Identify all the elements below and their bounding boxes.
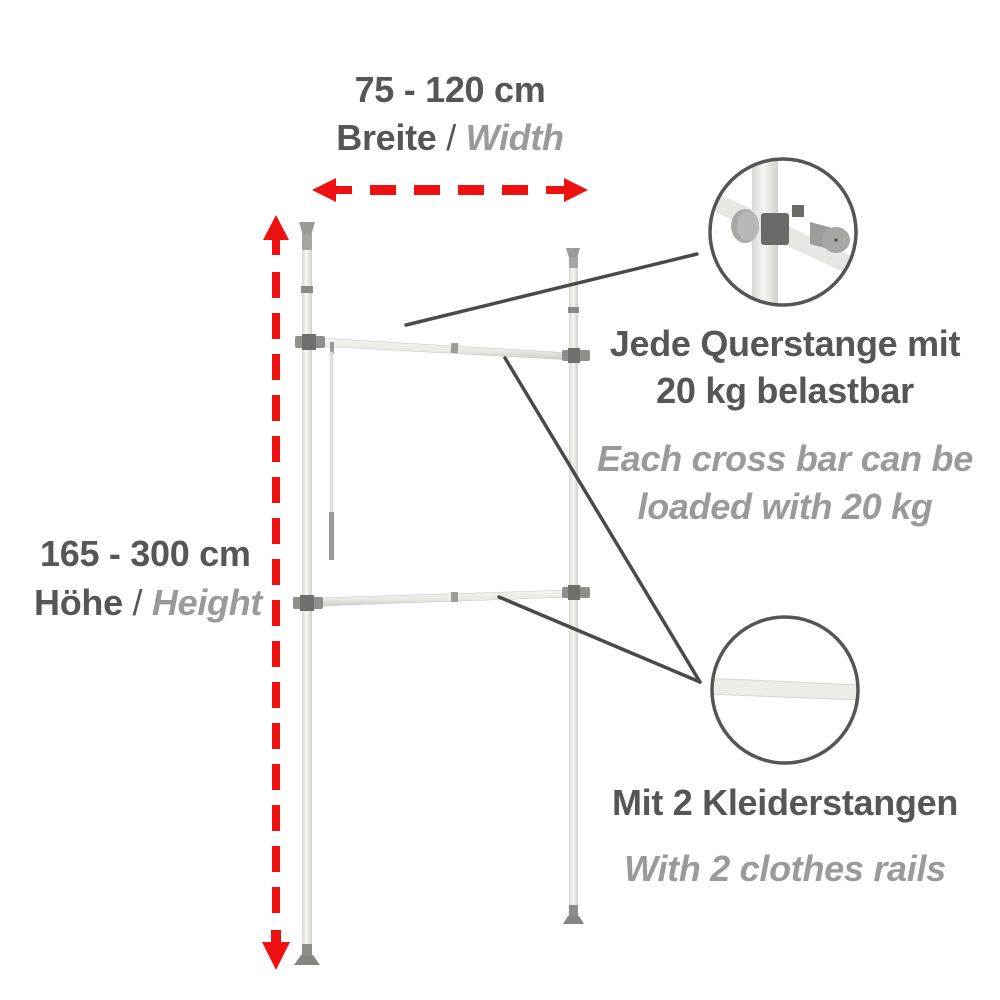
width-label-en: Width (465, 117, 564, 158)
height-range-label: 165 - 300 cm (40, 533, 251, 574)
crossbar-callout-de-line1: Jede Querstange mit (609, 323, 961, 364)
rails-callout-en: With 2 clothes rails (624, 848, 946, 889)
rails-callout-de: Mit 2 Kleiderstangen (611, 782, 959, 823)
width-label-de: Breite (336, 117, 437, 158)
crossbar-callout-en-line1: Each cross bar can be (597, 438, 973, 479)
width-label: Breite / Width (300, 117, 600, 159)
height-label: Höhe / Height (34, 582, 262, 624)
leader-lines (404, 252, 702, 684)
height-label-separator: / (122, 582, 152, 623)
bottom-cross-bar (293, 585, 590, 611)
height-label-en: Height (151, 582, 263, 623)
width-range-label: 75 - 120 cm (354, 69, 546, 110)
crossbar-callout-de-line2: 20 kg belastbar (656, 370, 914, 411)
crossbar-callout-en-line2: loaded with 20 kg (637, 486, 933, 527)
width-label-separator: / (436, 117, 466, 158)
height-label-de: Höhe (34, 582, 123, 623)
rail-detail-circle (710, 615, 860, 765)
hanging-rod (329, 342, 334, 560)
top-cross-bar (295, 334, 590, 363)
height-arrow (262, 215, 290, 970)
width-arrow (312, 178, 588, 202)
clamp-detail-circle (708, 157, 858, 307)
left-pole (294, 222, 320, 965)
